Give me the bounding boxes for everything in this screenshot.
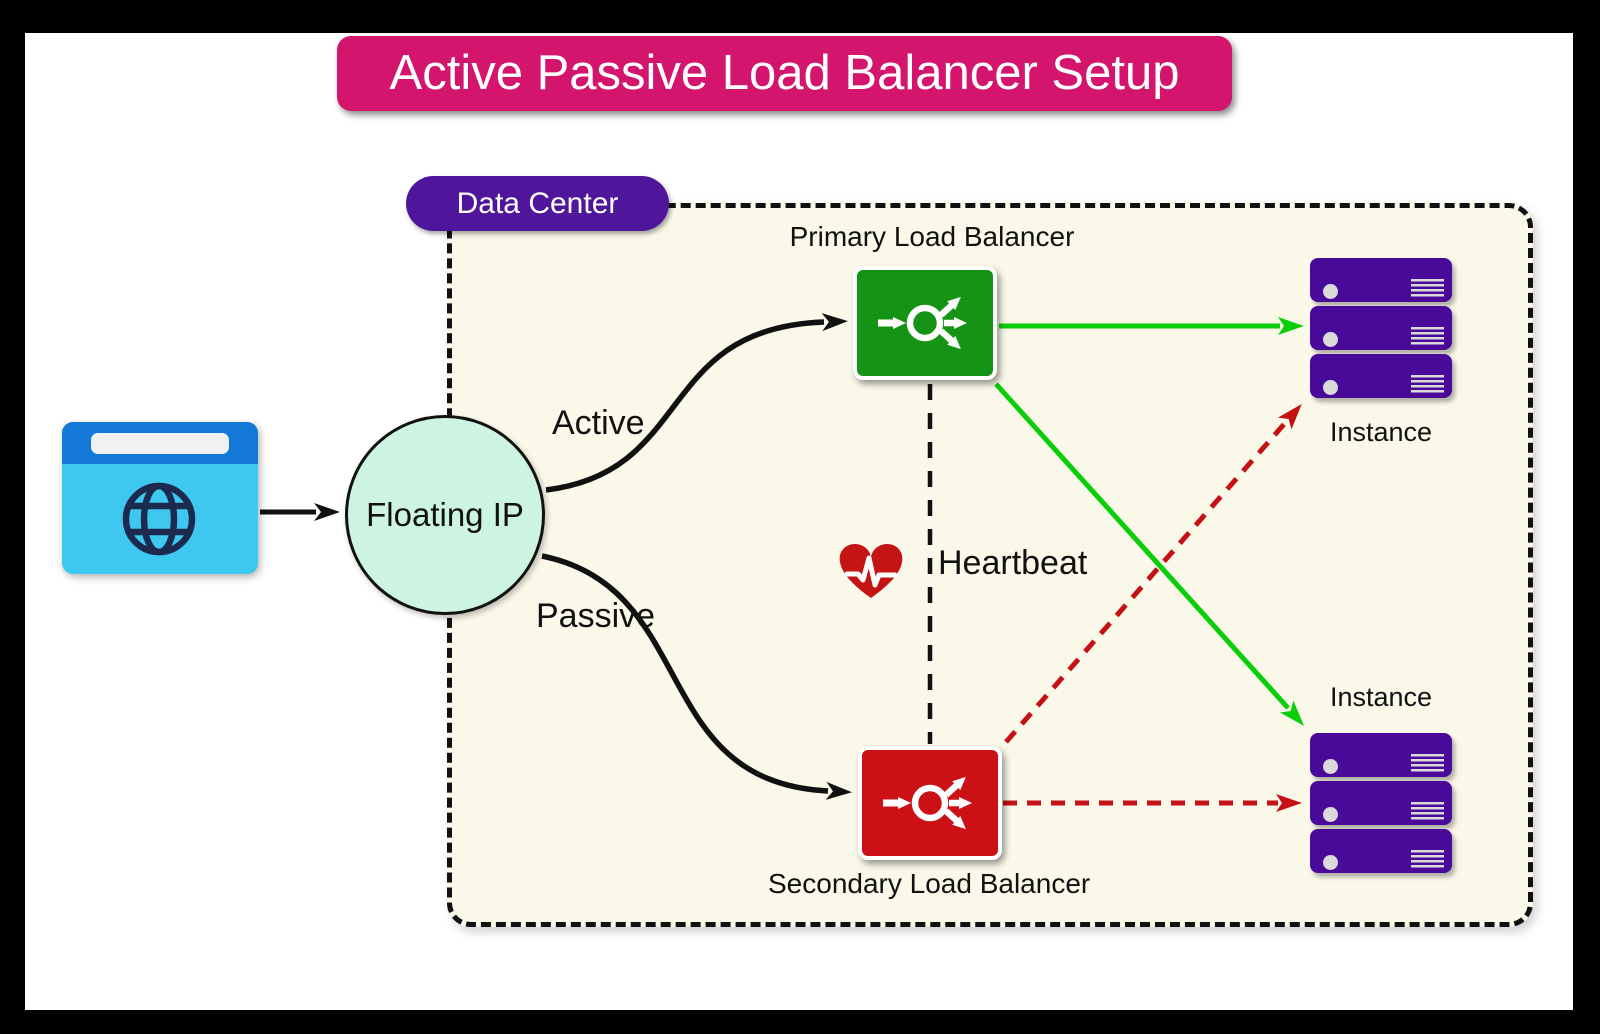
server-vents-icon xyxy=(1411,327,1444,345)
server-unit xyxy=(1310,781,1452,825)
floating-ip-node: Floating IP xyxy=(345,415,545,615)
secondary-lb-label: Secondary Load Balancer xyxy=(768,868,1091,899)
server-vents-icon xyxy=(1411,802,1444,820)
data-center-label: Data Center xyxy=(406,176,669,231)
passive-edge-label: Passive xyxy=(536,597,656,635)
server-led-icon xyxy=(1323,332,1338,347)
server-unit xyxy=(1310,829,1452,873)
instance-bottom-label: Instance xyxy=(1329,682,1433,712)
server-led-icon xyxy=(1323,855,1338,870)
heartbeat-edge-label: Heartbeat xyxy=(938,544,1088,582)
server-led-icon xyxy=(1323,284,1338,299)
primary-lb-node xyxy=(853,266,997,380)
instance-top-label: Instance xyxy=(1329,417,1433,447)
server-unit xyxy=(1310,306,1452,350)
server-vents-icon xyxy=(1411,375,1444,393)
primary-lb-label: Primary Load Balancer xyxy=(789,221,1075,252)
active-edge-label: Active xyxy=(552,404,645,442)
server-led-icon xyxy=(1323,759,1338,774)
load-balancer-icon xyxy=(883,776,972,830)
server-vents-icon xyxy=(1411,754,1444,772)
server-unit xyxy=(1310,354,1452,398)
server-led-icon xyxy=(1323,380,1338,395)
secondary-lb-node xyxy=(858,746,1002,860)
server-unit xyxy=(1310,733,1452,777)
globe-icon xyxy=(122,482,196,556)
page-title: Active Passive Load Balancer Setup xyxy=(337,36,1232,111)
client-browser-icon xyxy=(62,422,258,574)
floating-ip-label: Floating IP xyxy=(366,496,524,533)
load-balancer-icon xyxy=(878,296,967,350)
server-led-icon xyxy=(1323,807,1338,822)
server-vents-icon xyxy=(1411,850,1444,868)
heartbeat-heart-icon xyxy=(839,544,903,598)
server-unit xyxy=(1310,258,1452,302)
server-vents-icon xyxy=(1411,279,1444,297)
